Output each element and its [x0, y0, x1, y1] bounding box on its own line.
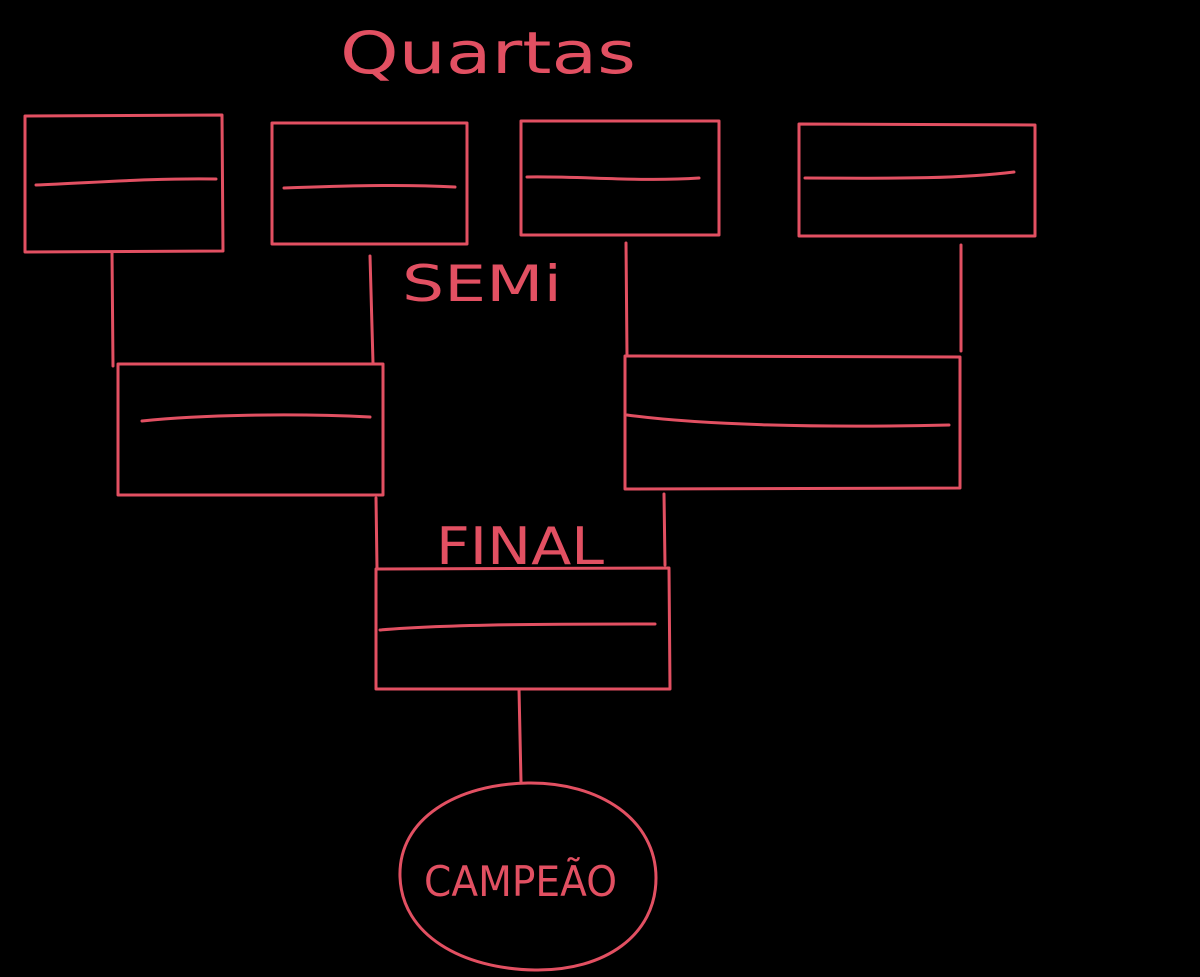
slot-box	[23, 113, 225, 254]
final-label: FINAL	[436, 517, 604, 577]
final-slot	[374, 566, 672, 691]
quarter-final-slot-1	[23, 113, 225, 254]
champion-oval	[398, 781, 658, 972]
slot-name-line	[803, 170, 1016, 180]
slot-name-line	[525, 175, 701, 181]
connector-line	[368, 254, 375, 365]
slot-name-line	[378, 622, 657, 632]
connector-line	[374, 496, 379, 570]
semi-final-slot-1	[116, 362, 385, 497]
semi-final-slot-2	[623, 354, 962, 491]
slot-box	[519, 119, 721, 237]
quarter-final-slot-2	[270, 121, 469, 246]
slot-box	[270, 121, 469, 246]
semi-finals-label: SEMi	[402, 255, 562, 313]
connector-line	[624, 241, 629, 357]
quarter-final-slot-3	[519, 119, 721, 237]
connector-line	[517, 687, 523, 784]
quarter-finals-label: Quartas	[340, 19, 636, 87]
quarter-final-slot-4	[797, 122, 1037, 238]
connector-line	[662, 492, 667, 567]
slot-box	[797, 122, 1037, 238]
slot-name-line	[140, 413, 372, 423]
champion-label: CAMPEÃO	[424, 856, 617, 906]
slot-name-line	[282, 183, 457, 190]
slot-name-line	[34, 177, 218, 187]
connector-line	[110, 250, 115, 368]
slot-box	[116, 362, 385, 497]
slot-box	[623, 354, 962, 491]
slot-name-line	[625, 413, 951, 428]
slot-box	[374, 566, 672, 691]
